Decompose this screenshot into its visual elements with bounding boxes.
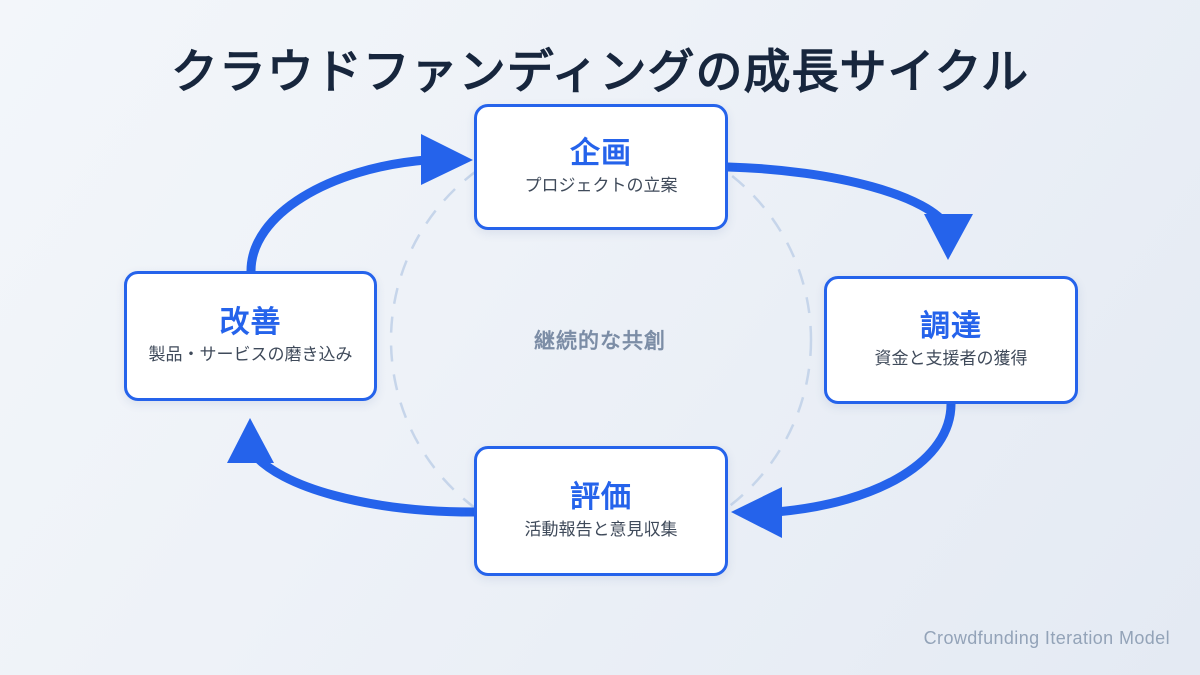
node-improve-title: 改善 xyxy=(219,305,282,339)
node-improve[interactable]: 改善 製品・サービスの磨き込み xyxy=(124,271,377,401)
center-label: 継続的な共創 xyxy=(534,330,666,353)
node-plan[interactable]: 企画 プロジェクトの立案 xyxy=(474,104,728,230)
node-plan-subtitle: プロジェクトの立案 xyxy=(524,176,678,196)
node-review-subtitle: 活動報告と意見収集 xyxy=(524,520,678,540)
arrow-review-to-improve xyxy=(227,418,479,517)
footer-caption: Crowdfunding Iteration Model xyxy=(923,628,1170,648)
arrow-improve-to-plan xyxy=(246,134,473,276)
node-fund-subtitle: 資金と支援者の獲得 xyxy=(874,349,1028,369)
node-improve-subtitle: 製品・サービスの磨き込み xyxy=(148,345,353,365)
node-review-title: 評価 xyxy=(570,480,632,514)
node-plan-title: 企画 xyxy=(570,136,632,170)
arrow-plan-to-fund xyxy=(723,162,973,260)
node-fund[interactable]: 調達 資金と支援者の獲得 xyxy=(824,276,1078,404)
node-review[interactable]: 評価 活動報告と意見収集 xyxy=(474,446,728,576)
arrow-fund-to-review xyxy=(731,399,956,538)
node-fund-title: 調達 xyxy=(920,309,982,343)
page-title: クラウドファンディングの成長サイクル xyxy=(170,45,1030,98)
